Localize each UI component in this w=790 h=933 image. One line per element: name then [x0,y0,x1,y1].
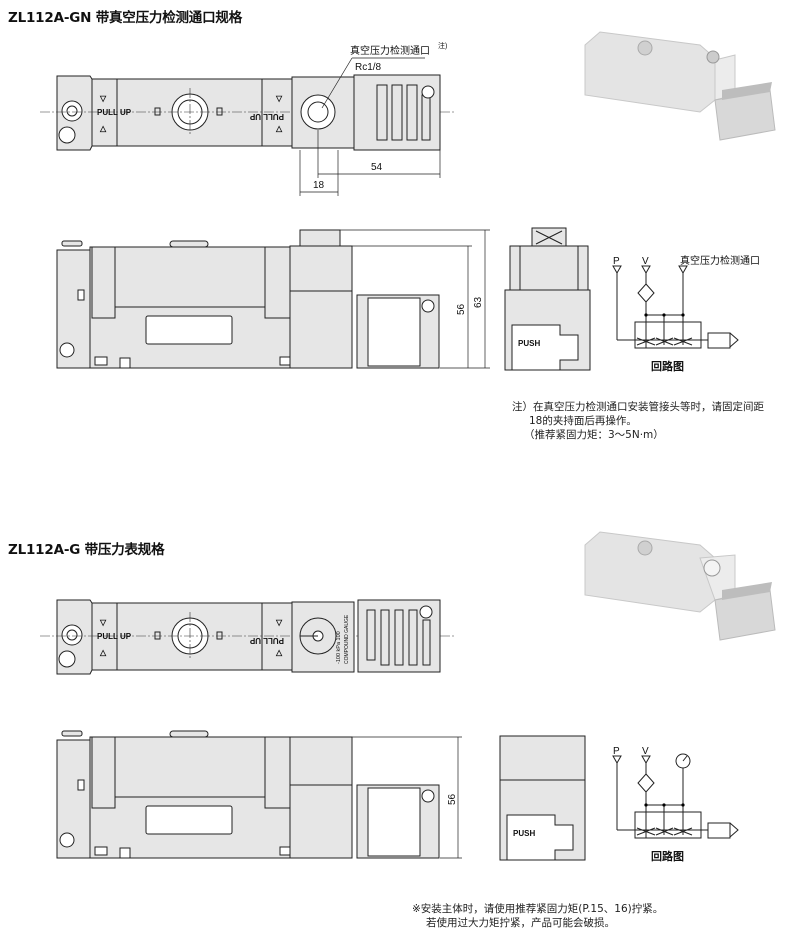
note-line: 18的夹持面后再操作。 [529,415,637,427]
circuit-caption-g: 回路图 [651,849,684,863]
end-view-gn: PUSH [504,227,591,371]
circuit-port-label: 真空压力检测通口 [680,254,760,267]
port-label: 真空压力检测通口 [350,44,430,57]
circuit-v-label: V [642,256,649,267]
port-note-mark: 注) [438,41,447,50]
dim-56: 56 [456,303,467,315]
circuit-caption: 回路图 [651,359,684,373]
push-label: PUSH [518,339,540,348]
pullup-label-left-g: PULL UP [97,632,132,641]
note-g: ※安装主体时，请使用推荐紧固力矩(P.15、16)拧紧。 若使用过大力矩拧紧，产… [412,902,663,930]
push-label-g: PUSH [513,829,535,838]
dim-63: 63 [473,296,484,308]
circuit-v-label-g: V [642,746,649,757]
circuit-diagram-g: P V 回路图 [612,746,739,863]
note-line: ※安装主体时，请使用推荐紧固力矩(P.15、16)拧紧。 [412,903,664,915]
gauge-brand-label: COMPOUND GAUGE [344,614,350,664]
section-title-g: ZL112A-G 带压力表规格 [8,542,165,558]
pullup-label-left: PULL UP [97,108,132,117]
circuit-p-label-g: P [613,746,620,757]
note-line: 若使用过大力矩拧紧，产品可能会破损。 [426,917,615,929]
pullup-label-right: PULL UP [249,112,284,121]
gauge-scale-label: -100 kPa 100 [336,631,342,664]
section-title-gn: ZL112A-GN 带真空压力检测通口规格 [8,10,243,26]
note-gn: 注）在真空压力检测通口安装管接头等时，请固定间距 18的夹持面后再操作。 （推荐… [512,400,764,442]
port-size: Rc1/8 [355,62,382,73]
dim-54: 54 [371,162,383,173]
end-view-g: PUSH [499,735,586,861]
side-view-gn: 56 63 [56,229,490,369]
note-line: （推荐紧固力矩：3～5N·m） [524,429,664,441]
circuit-p-label: P [613,256,620,267]
top-view-g: PULL UP PULL UP -100 kPa 100 COMPOUND GA… [39,599,456,675]
product-photo-gn [584,31,776,141]
note-line: 注）在真空压力检测通口安装管接头等时，请固定间距 [512,401,764,413]
circuit-diagram-gn: P V 真空压力检测通口 回路图 [612,254,760,373]
top-view-gn: PULL UP PULL UP 真空压力检测通口 注) Rc1/8 54 18 [39,41,456,196]
product-photo-g [584,531,776,641]
dim-18: 18 [313,180,325,191]
dim-56-g: 56 [447,793,458,805]
side-view-g: 56 [56,730,462,859]
pullup-label-right-g: PULL UP [249,636,284,645]
